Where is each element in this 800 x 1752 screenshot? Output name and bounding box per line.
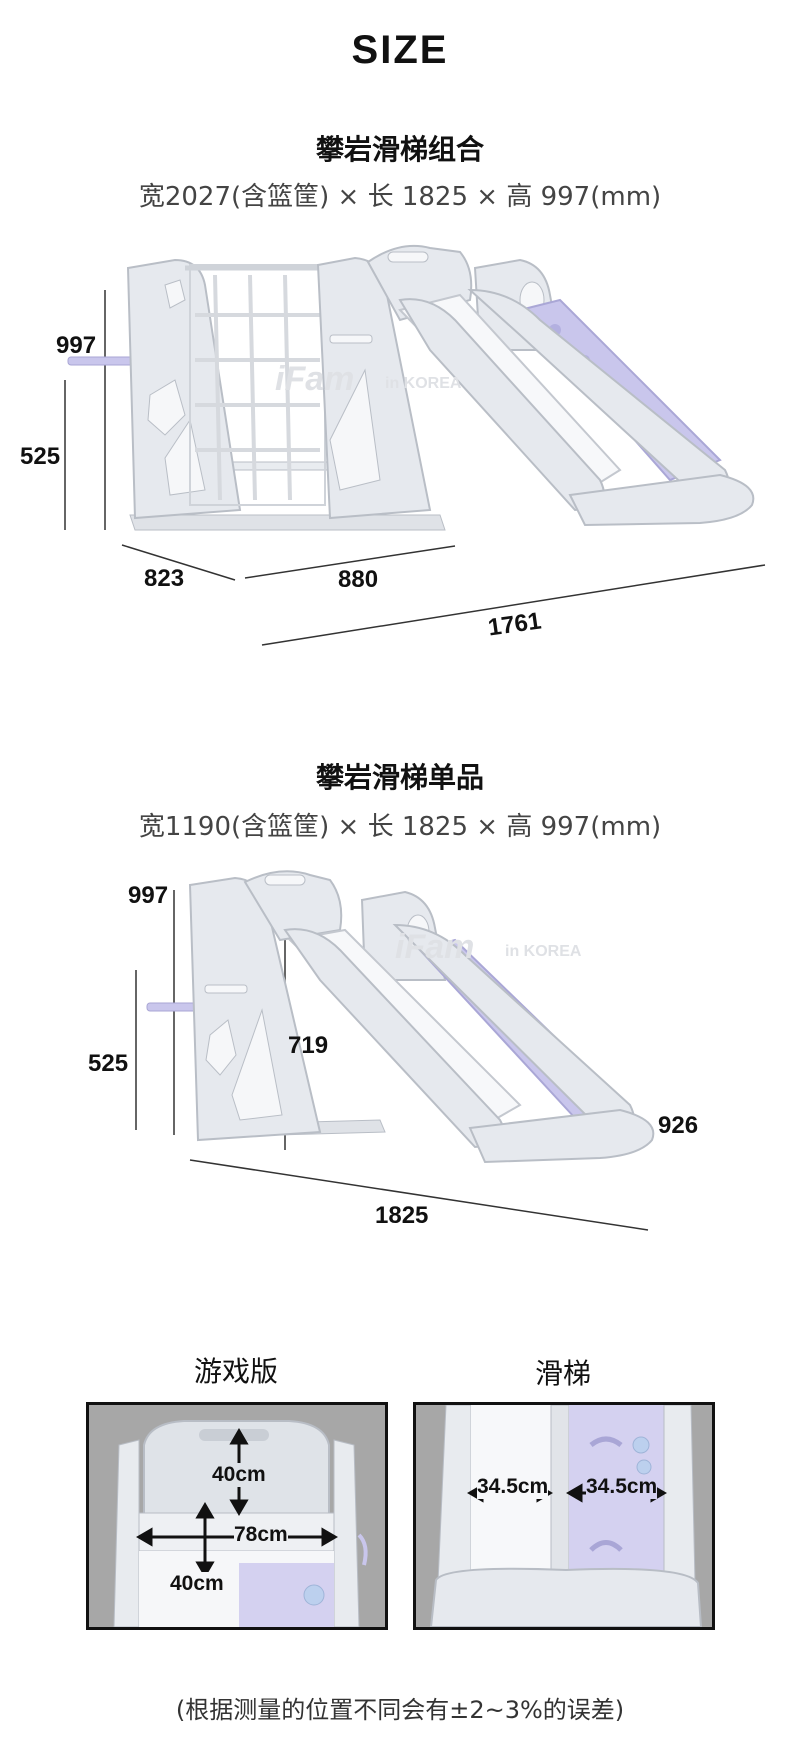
combo-illustration: iFam in KOREA <box>64 244 766 646</box>
combo-height-label: 997 <box>56 332 97 359</box>
detail-play-title: 游戏版 <box>193 1355 278 1388</box>
single-height-label: 997 <box>128 882 169 909</box>
combo-hoop-label: 525 <box>20 443 61 470</box>
watermark-brand: iFam <box>275 360 354 398</box>
play-depth-label: 40cm <box>170 1572 224 1596</box>
watermark-brand: iFam <box>395 928 474 966</box>
play-back-label: 40cm <box>212 1463 266 1487</box>
combo-depth-label: 823 <box>144 565 185 592</box>
watermark-origin: in KOREA <box>505 943 582 960</box>
detail-play-photo <box>86 1402 388 1630</box>
slide-right-label: 34.5cm <box>586 1475 658 1499</box>
length-line <box>189 1159 649 1231</box>
single-length-label: 1825 <box>375 1202 429 1229</box>
page-title: SIZE <box>351 28 449 72</box>
measurement-footnote: (根据测量的位置不同会有±2~3%的误差) <box>175 1696 625 1724</box>
detail-slide-photo <box>413 1402 715 1630</box>
combo-dims: 宽2027(含篮筐) × 长 1825 × 高 997(mm) <box>138 182 662 212</box>
climbing-net <box>195 274 320 501</box>
depth-line <box>121 544 236 581</box>
combo-title: 攀岩滑梯组合 <box>315 133 484 166</box>
detail-slide-title: 滑梯 <box>534 1357 591 1390</box>
single-hoop-label: 525 <box>88 1050 129 1077</box>
single-platform-label: 719 <box>288 1032 329 1059</box>
play-width-label: 78cm <box>234 1523 288 1547</box>
single-width-label: 926 <box>658 1112 699 1139</box>
single-illustration: iFam in KOREA <box>135 870 655 1231</box>
single-dims: 宽1190(含篮筐) × 长 1825 × 高 997(mm) <box>138 812 662 842</box>
slide-left-label: 34.5cm <box>477 1475 549 1499</box>
slide-landing <box>568 473 755 527</box>
watermark-origin: in KOREA <box>385 375 462 392</box>
single-title: 攀岩滑梯单品 <box>315 761 484 794</box>
combo-width-label: 880 <box>338 566 379 593</box>
width-line <box>244 545 456 579</box>
length-line <box>261 564 766 646</box>
